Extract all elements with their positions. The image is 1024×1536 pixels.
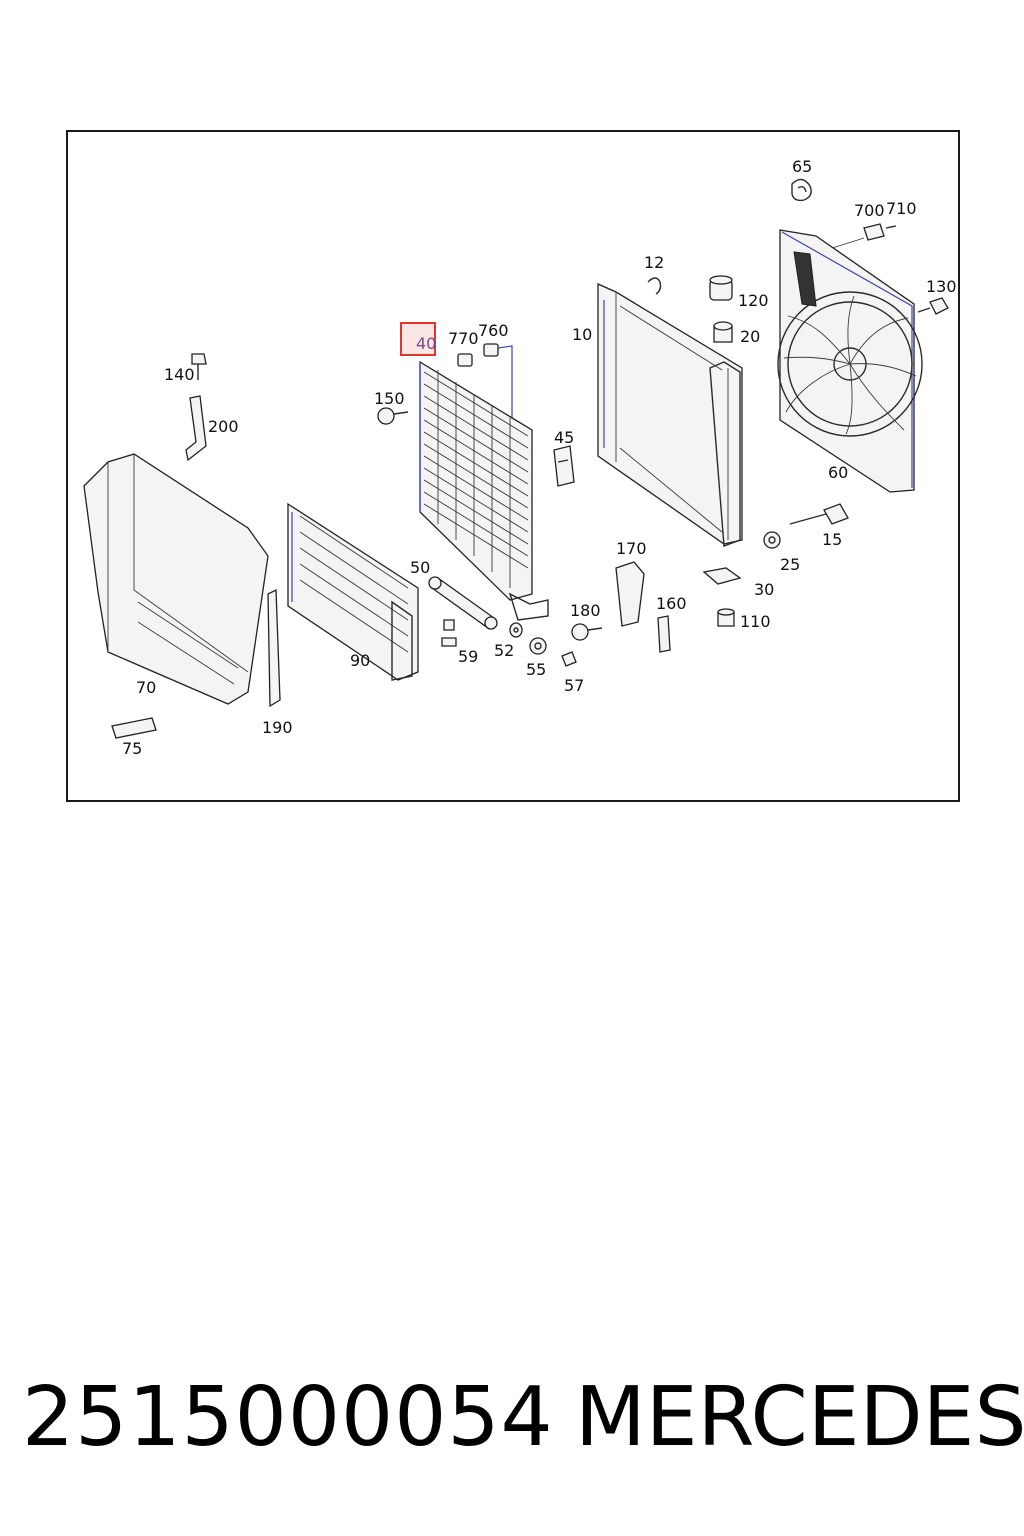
callout-10: 10 [572, 325, 593, 344]
callout-160: 160 [656, 594, 687, 613]
callout-760: 760 [478, 321, 509, 340]
callout-52: 52 [494, 641, 515, 660]
part-number: 2515000054 [22, 1370, 554, 1465]
part-110-mount [717, 608, 735, 627]
callout-75: 75 [122, 739, 143, 758]
callout-140: 140 [164, 365, 195, 384]
callout-20: 20 [740, 327, 761, 346]
callout-55: 55 [526, 660, 547, 679]
part-15-valve [789, 503, 849, 525]
part-120-cap [709, 275, 733, 301]
callout-150: 150 [374, 389, 405, 408]
callout-170: 170 [616, 539, 647, 558]
part-190-bracket [267, 588, 281, 708]
callout-130: 130 [926, 277, 957, 296]
callout-60: 60 [828, 463, 849, 482]
callout-190: 190 [262, 718, 293, 737]
part-12-clip [647, 277, 662, 295]
callout-770: 770 [448, 329, 479, 348]
part-60-fan-assembly [777, 229, 923, 493]
brand-name: MERCEDES [575, 1370, 1024, 1465]
part-140-bolt [191, 353, 207, 380]
part-160-bracket [657, 615, 671, 653]
part-55-nut [529, 637, 547, 655]
part-52-washer [509, 622, 523, 638]
part-50-drier [428, 576, 498, 630]
callout-45: 45 [554, 428, 575, 447]
part-180-bolt [571, 623, 603, 641]
callout-57: 57 [564, 676, 585, 695]
callout-12: 12 [644, 253, 665, 272]
part-150-bolt [377, 407, 409, 425]
part-25-seal [763, 531, 781, 549]
callout-50: 50 [410, 558, 431, 577]
part-700-710-connector [825, 223, 897, 251]
callout-70: 70 [136, 678, 157, 697]
part-200-bracket [185, 395, 207, 462]
callout-59: 59 [458, 647, 479, 666]
part-770-fitting [457, 353, 473, 367]
callout-110: 110 [740, 612, 771, 631]
callout-15: 15 [822, 530, 843, 549]
part-30-sensor [702, 567, 742, 585]
callout-120: 120 [738, 291, 769, 310]
callout-710: 710 [886, 199, 917, 218]
callout-40: 40 [416, 334, 437, 353]
callout-90: 90 [350, 651, 371, 670]
highlight-box-40 [400, 322, 436, 356]
part-10-radiator [597, 282, 743, 547]
part-70-air-duct [83, 453, 269, 705]
part-59-bolt [441, 619, 457, 647]
part-57-bolt [561, 651, 577, 667]
part-75-hose [111, 717, 157, 739]
callout-180: 180 [570, 601, 601, 620]
parts-diagram: 65 700 710 12 120 130 10 20 40 770 760 1… [66, 130, 960, 802]
callout-700: 700 [854, 201, 885, 220]
part-40-condenser [419, 360, 549, 621]
part-170-bracket [615, 561, 645, 627]
part-90-intercooler [287, 502, 419, 681]
callout-65: 65 [792, 157, 813, 176]
part-65-clip [791, 178, 812, 202]
part-45-bracket [553, 445, 575, 487]
exploded-view-drawing [83, 178, 949, 739]
callout-200: 200 [208, 417, 239, 436]
callout-25: 25 [780, 555, 801, 574]
callout-30: 30 [754, 580, 775, 599]
part-20-cap [713, 321, 733, 343]
part-130-bolt [917, 297, 949, 315]
